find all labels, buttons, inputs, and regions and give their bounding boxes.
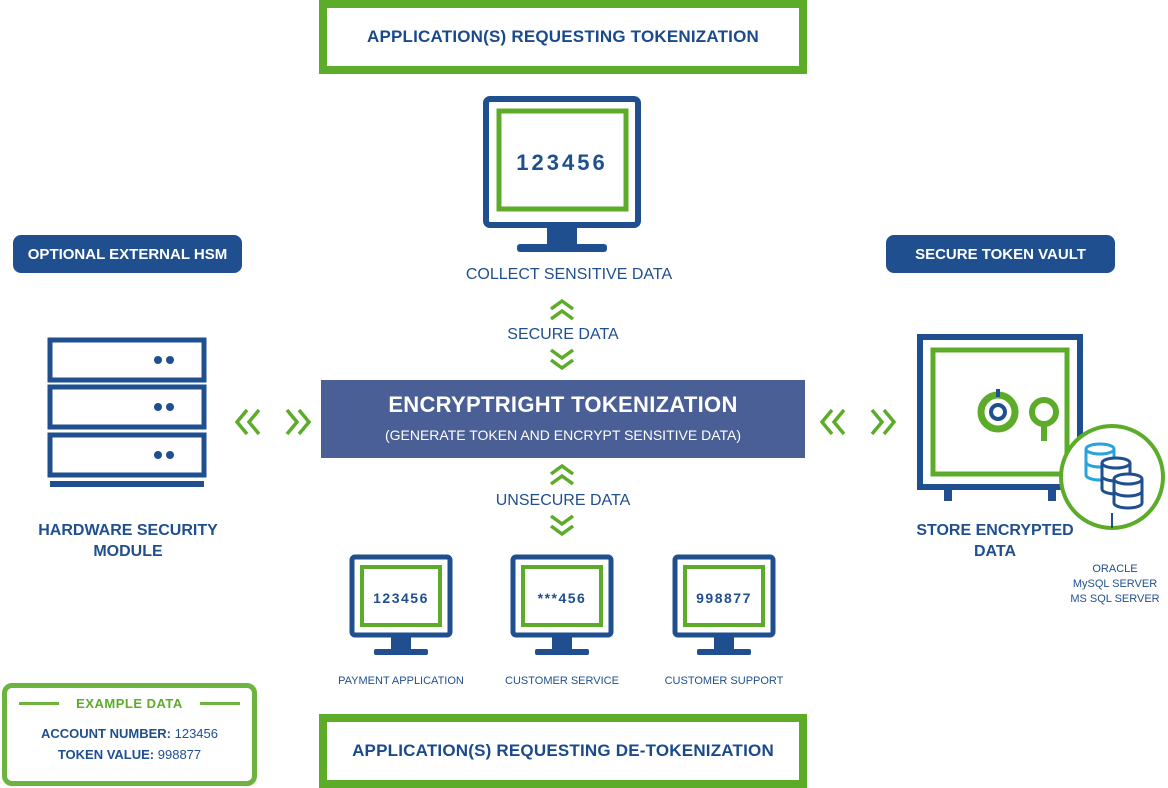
example-data-title: EXAMPLE DATA	[70, 696, 189, 711]
secure-data-label: SECURE DATA	[507, 326, 619, 343]
customer-support-label: CUSTOMER SUPPORT	[664, 675, 784, 687]
customer-service-monitor-icon	[510, 554, 614, 655]
hsm-caption-line2: MODULE	[93, 543, 163, 560]
tokenization-request-label: APPLICATION(S) REQUESTING TOKENIZATION	[367, 27, 759, 46]
customer-service-label: CUSTOMER SERVICE	[505, 675, 619, 687]
token-value-value: 998877	[157, 747, 202, 762]
hsm-caption: HARDWARE SECURITY MODULE	[0, 520, 256, 562]
unsecure-data-label: UNSECURE DATA	[495, 492, 631, 509]
server-rack-icon	[47, 337, 207, 487]
database-cluster-icon	[1059, 424, 1165, 530]
customer-support-monitor-icon	[672, 554, 776, 655]
vault-safe-icon	[917, 334, 1083, 501]
database-list: ORACLE MySQL SERVER MS SQL SERVER	[1040, 562, 1168, 607]
vault-caption: STORE ENCRYPTED DATA	[880, 520, 1110, 562]
database-mysql: MySQL SERVER	[1072, 578, 1158, 590]
customer-support-value: 998877	[696, 590, 752, 606]
main-monitor-icon	[483, 96, 641, 252]
database-mssql: MS SQL SERVER	[1070, 593, 1160, 605]
account-number-value: 123456	[174, 726, 218, 741]
token-value-row: TOKEN VALUE: 998877	[7, 747, 252, 762]
secure-token-vault-badge: SECURE TOKEN VAULT	[886, 235, 1115, 273]
example-data-box: EXAMPLE DATA ACCOUNT NUMBER: 123456 TOKE…	[2, 683, 257, 786]
chevron-down-double-icon	[549, 348, 575, 371]
vault-caption-line2: DATA	[973, 543, 1017, 560]
tokenization-request-box: APPLICATION(S) REQUESTING TOKENIZATION	[319, 0, 807, 74]
customer-service-value: ***456	[537, 590, 587, 606]
chevron-left-double-icon	[819, 408, 846, 436]
account-number-label: ACCOUNT NUMBER:	[40, 726, 171, 741]
chevron-right-double-icon	[285, 408, 312, 436]
center-title: ENCRYPTRIGHT TOKENIZATION	[388, 392, 738, 417]
chevron-right-double-icon	[870, 408, 897, 436]
center-subtitle: (GENERATE TOKEN AND ENCRYPT SENSITIVE DA…	[384, 427, 742, 443]
collect-sensitive-data-caption: COLLECT SENSITIVE DATA	[465, 266, 673, 283]
chevron-up-double-icon	[549, 298, 575, 321]
payment-app-monitor-icon	[349, 554, 453, 655]
payment-app-label: PAYMENT APPLICATION	[338, 675, 464, 687]
hsm-caption-line1: HARDWARE SECURITY	[38, 522, 218, 539]
database-oracle: ORACLE	[1092, 563, 1138, 575]
vault-caption-line1: STORE ENCRYPTED	[916, 522, 1074, 539]
payment-app-value: 123456	[373, 590, 429, 606]
chevron-up-double-icon	[549, 463, 575, 486]
chevron-down-double-icon	[549, 514, 575, 537]
main-monitor-value: 123456	[516, 150, 608, 175]
detokenization-request-box: APPLICATION(S) REQUESTING DE-TOKENIZATIO…	[319, 714, 807, 788]
optional-hsm-badge: OPTIONAL EXTERNAL HSM	[13, 235, 242, 273]
chevron-left-double-icon	[234, 408, 261, 436]
account-number-row: ACCOUNT NUMBER: 123456	[7, 726, 252, 741]
token-value-label: TOKEN VALUE:	[57, 747, 155, 762]
example-title-rule-left	[19, 702, 59, 705]
detokenization-request-label: APPLICATION(S) REQUESTING DE-TOKENIZATIO…	[352, 741, 774, 760]
encryptright-tokenization-box: ENCRYPTRIGHT TOKENIZATION (GENERATE TOKE…	[321, 380, 805, 458]
example-title-rule-right	[200, 702, 240, 705]
